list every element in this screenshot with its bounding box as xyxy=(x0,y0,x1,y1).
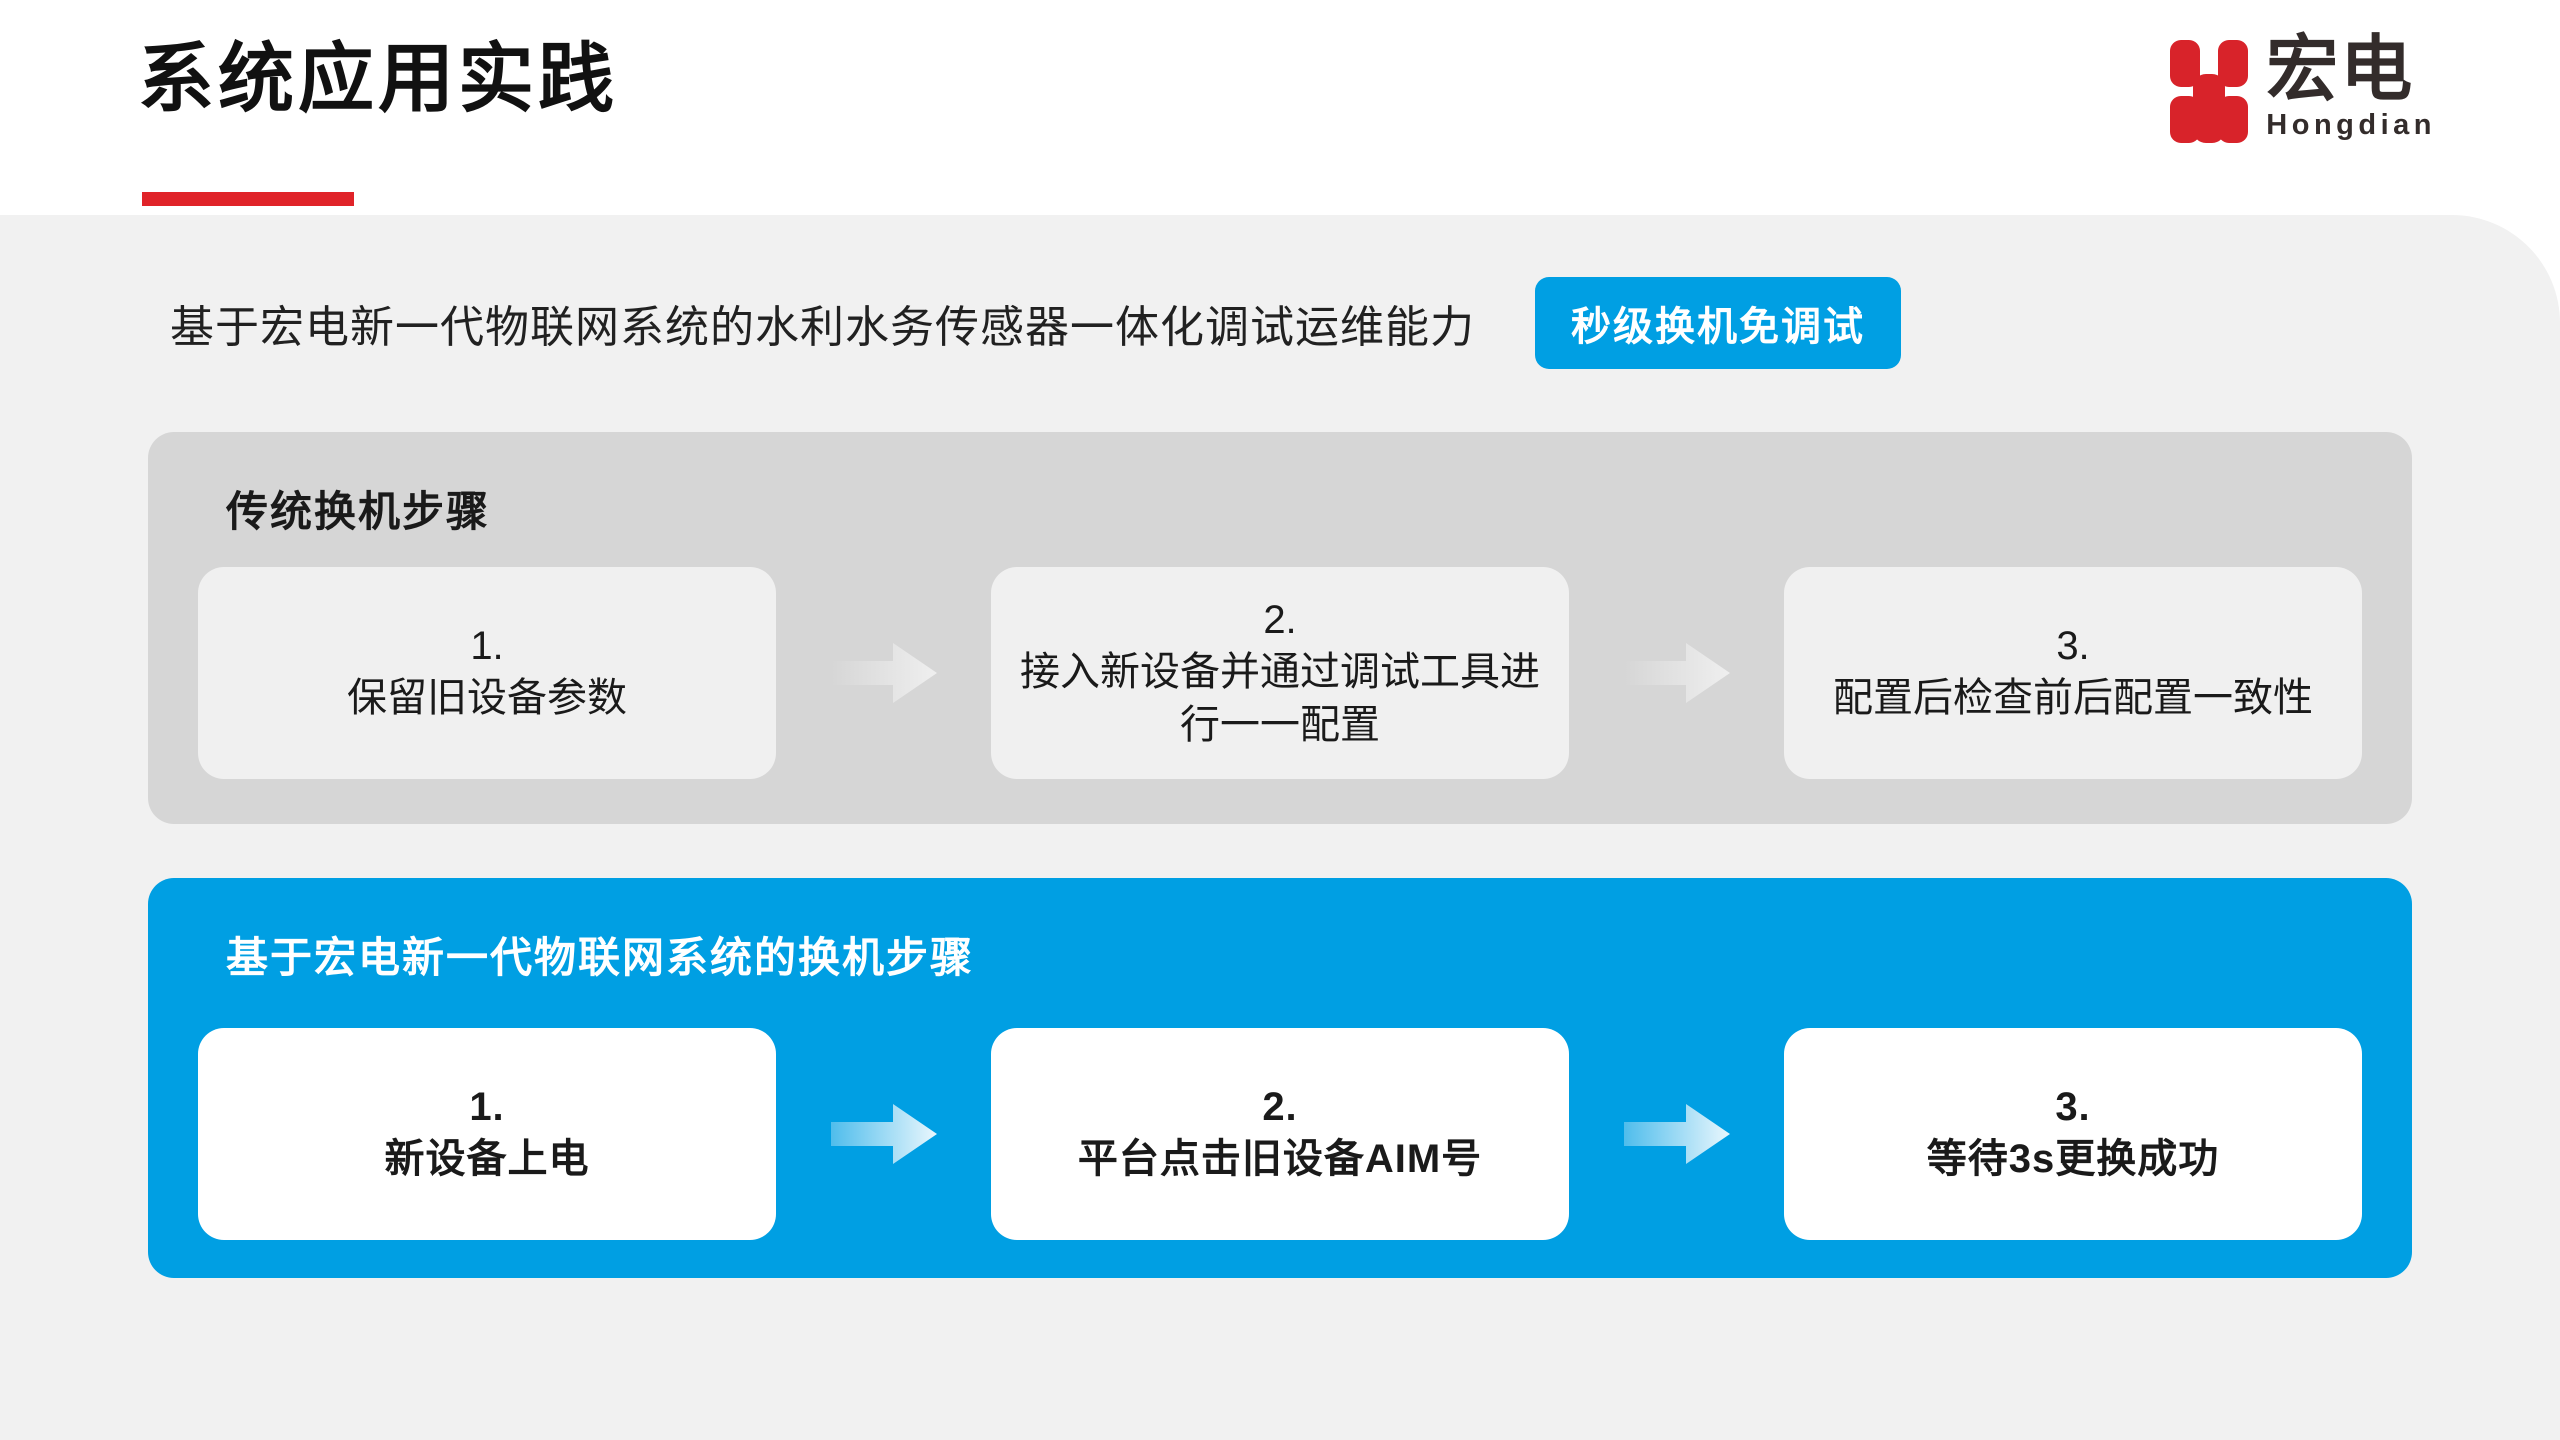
new-step-card-1: 1. 新设备上电 xyxy=(198,1028,776,1240)
logo-english-name: Hongdian xyxy=(2266,109,2436,142)
new-step-card-3: 3. 等待3s更换成功 xyxy=(1784,1028,2362,1240)
step-number: 3. xyxy=(2056,624,2090,668)
step-label: 新设备上电 xyxy=(384,1137,590,1182)
legacy-section-title: 传统换机步骤 xyxy=(226,488,491,535)
new-steps-section: 基于宏电新一代物联网系统的换机步骤 1. 新设备上电 2. 平台点击旧设备AIM… xyxy=(148,878,2412,1278)
subtitle-row: 基于宏电新一代物联网系统的水利水务传感器一体化调试运维能力 秒级换机免调试 xyxy=(170,277,1901,369)
new-section-title: 基于宏电新一代物联网系统的换机步骤 xyxy=(226,934,975,981)
logo-text: 宏电 Hongdian xyxy=(2266,30,2436,142)
status-badge: 秒级换机免调试 xyxy=(1535,277,1901,369)
arrow-right-icon-legacy-2 xyxy=(1622,638,1732,708)
page-header: 系统应用实践 宏电 Hongdian xyxy=(0,0,2560,215)
subtitle-text: 基于宏电新一代物联网系统的水利水务传感器一体化调试运维能力 xyxy=(170,303,1475,352)
step-label: 平台点击旧设备AIM号 xyxy=(1077,1137,1483,1182)
step-number: 2. xyxy=(1262,1085,1298,1129)
step-number: 1. xyxy=(469,1085,505,1129)
logo-chinese-name: 宏电 xyxy=(2266,30,2415,110)
legacy-card-row: 1. 保留旧设备参数 2. 接入新设备并通过调试工具进行一一配置 xyxy=(198,567,2362,779)
arrow-right-icon-new-2 xyxy=(1622,1099,1732,1169)
legacy-steps-section: 传统换机步骤 1. 保留旧设备参数 2. 接入新设备并通过调试工具进行一一配置 xyxy=(148,432,2412,824)
title-underline xyxy=(142,192,354,206)
logo-mark-icon xyxy=(2170,40,2249,143)
new-step-card-2: 2. 平台点击旧设备AIM号 xyxy=(991,1028,1569,1240)
arrow-right-icon-legacy-1 xyxy=(829,638,939,708)
step-number: 3. xyxy=(2055,1085,2091,1129)
arrow-right-icon-new-1 xyxy=(829,1099,939,1169)
step-label: 保留旧设备参数 xyxy=(347,676,627,721)
hongdian-logo: 宏电 Hongdian xyxy=(2170,30,2436,156)
legacy-step-card-3: 3. 配置后检查前后配置一致性 xyxy=(1784,567,2362,779)
step-label: 接入新设备并通过调试工具进行一一配置 xyxy=(1020,649,1540,747)
new-card-row: 1. 新设备上电 2. 平台点击旧设备AIM号 xyxy=(198,1028,2362,1240)
step-number: 2. xyxy=(1263,597,1297,642)
step-number: 1. xyxy=(470,624,504,668)
page-title: 系统应用实践 xyxy=(138,37,618,122)
step-label: 配置后检查前后配置一致性 xyxy=(1833,676,2313,721)
legacy-step-card-2: 2. 接入新设备并通过调试工具进行一一配置 xyxy=(991,567,1569,779)
step-label: 等待3s更换成功 xyxy=(1926,1137,2220,1182)
legacy-step-card-1: 1. 保留旧设备参数 xyxy=(198,567,776,779)
